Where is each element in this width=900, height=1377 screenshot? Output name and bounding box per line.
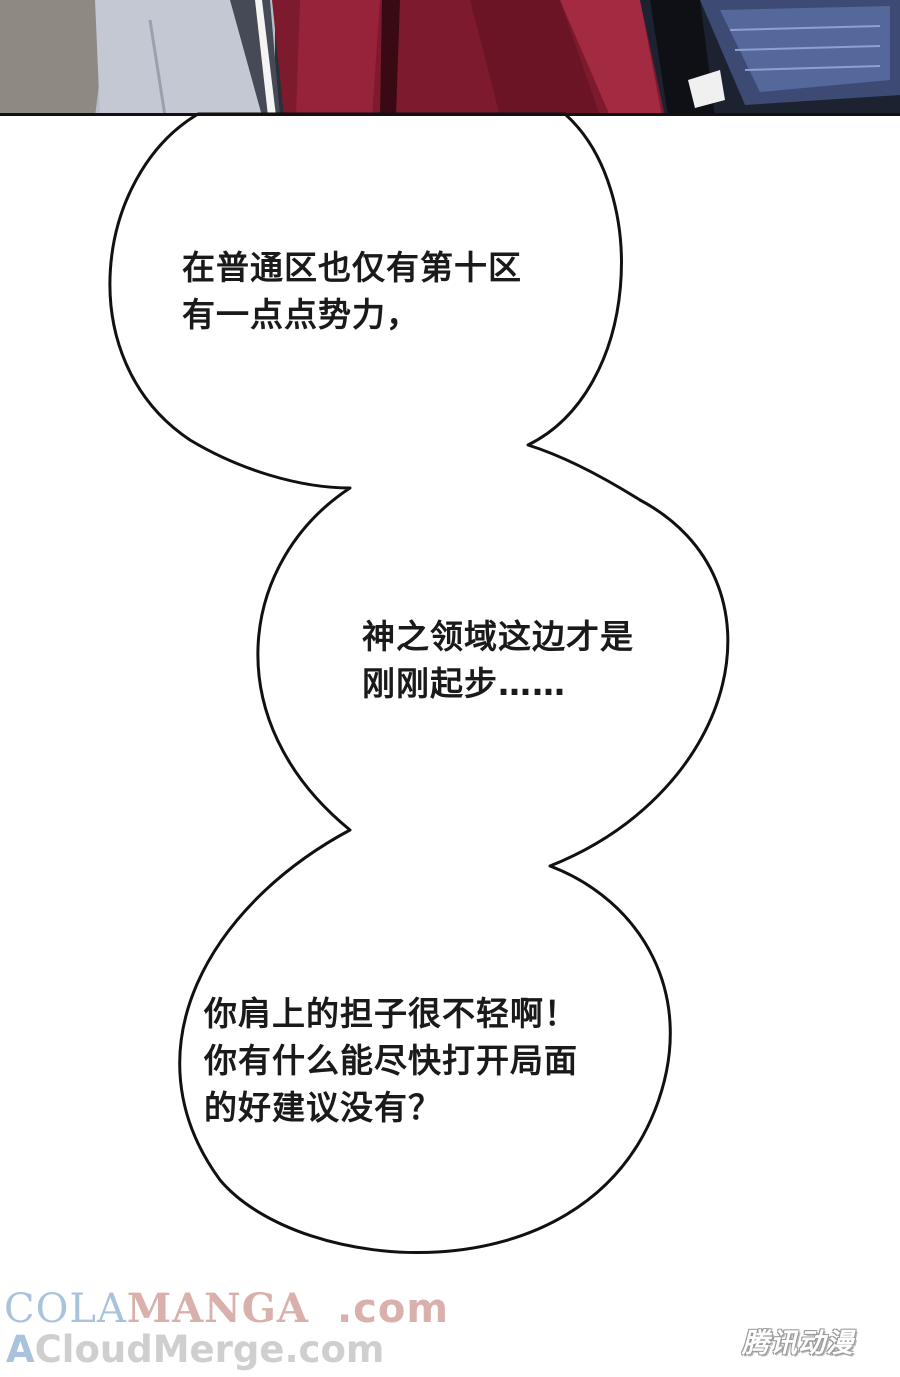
watermark-dotcom: .com (336, 1286, 450, 1332)
dialogue-line: 神之领域这边才是 (362, 617, 634, 656)
watermark-tencent-logo: 腾讯动漫 (742, 1328, 854, 1359)
dialogue-line: 在普通区也仅有第十区 (182, 248, 522, 287)
watermark-acloudmerge: ACloudMerge.com (6, 1328, 384, 1371)
watermark-cola: COLA (4, 1286, 127, 1332)
watermark-manga: MANGA (126, 1285, 309, 1332)
watermark-acloud-a: A (6, 1328, 35, 1371)
speech-bubble-text-1: 在普通区也仅有第十区 有一点点势力， (182, 244, 522, 338)
speech-bubble-text-3: 你肩上的担子很不轻啊！ 你有什么能尽快打开局面 的好建议没有？ (204, 990, 578, 1131)
comic-panel-top (0, 0, 900, 116)
speech-bubble-text-2: 神之领域这边才是 刚刚起步…… (362, 613, 634, 707)
watermark-acloud-rest: CloudMerge.com (34, 1328, 385, 1371)
dialogue-line: 有一点点势力， (182, 295, 420, 334)
dialogue-line: 你有什么能尽快打开局面 (204, 1041, 578, 1080)
watermark-colamanga: COLAMANGA .com (4, 1285, 449, 1332)
dialogue-line: 的好建议没有？ (204, 1088, 442, 1127)
panel-artwork (0, 0, 900, 116)
dialogue-line: 刚刚起步…… (362, 664, 566, 703)
dialogue-line: 你肩上的担子很不轻啊！ (204, 994, 578, 1033)
